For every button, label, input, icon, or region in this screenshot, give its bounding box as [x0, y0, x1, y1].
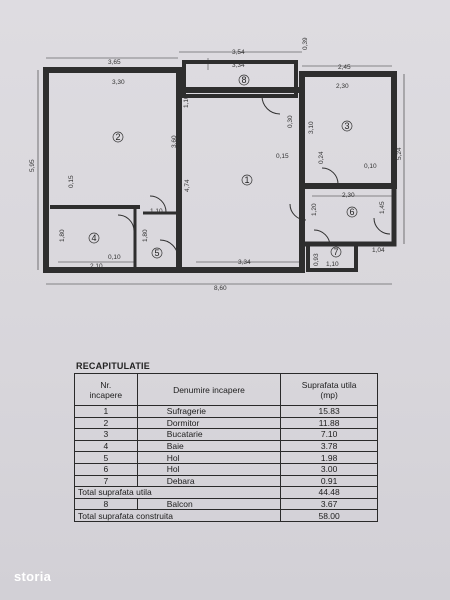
svg-text:8: 8 — [242, 75, 247, 85]
cell-name: Hol — [136, 451, 282, 464]
cell-name: Baie — [136, 439, 282, 453]
header-area: Suprafata utila (mp) — [280, 373, 378, 406]
cell-name: Bucatarie — [136, 428, 282, 441]
room-label-6: 6 — [346, 206, 358, 218]
dim-top-230: 2,30 — [336, 83, 349, 90]
table-header-row: Nr. incapere Denumire incapere Suprafata… — [74, 373, 378, 406]
room-label-1: 1 — [241, 174, 253, 186]
cell-nr: 3 — [74, 428, 138, 441]
svg-text:4: 4 — [92, 233, 97, 243]
cell-name: Balcon — [136, 497, 282, 511]
balcon-row: 8 Balcon 3.67 — [74, 497, 378, 511]
dim-bot-104: 1,04 — [372, 247, 385, 254]
table-row: 4 Baie 3.78 — [74, 439, 378, 453]
dim-top-330: 3,30 — [112, 79, 125, 86]
dim-mid-024: 0,24 — [318, 151, 325, 164]
wall-balcony — [182, 60, 298, 98]
table-row: 7 Debara 0.91 — [74, 474, 378, 488]
dim-bot-180a: 1,80 — [59, 229, 66, 242]
dim-right-524: 5,24 — [396, 147, 403, 160]
room-label-3: 3 — [341, 120, 353, 132]
cell-nr: 2 — [74, 416, 138, 430]
dim-left-595: 5,95 — [29, 159, 36, 172]
total-constr-row: Total suprafata construita 58.00 — [73, 509, 378, 522]
cell-area: 11.88 — [280, 416, 378, 430]
wall-living — [176, 87, 305, 273]
dim-mid-120: 1,20 — [311, 203, 318, 216]
cell-name: Hol — [136, 462, 282, 476]
cell-area: 0.91 — [280, 474, 378, 488]
storia-logo: storia — [14, 569, 52, 584]
cell-nr: 1 — [74, 405, 138, 418]
dim-top-334: 3,34 — [232, 62, 245, 69]
svg-text:2: 2 — [116, 132, 121, 142]
cell-name: Sufragerie — [136, 405, 282, 418]
table-row: 5 Hol 1.98 — [74, 451, 378, 464]
cell-nr: 4 — [74, 439, 138, 453]
table-row: 2 Dormitor 11.88 — [74, 416, 378, 430]
dim-mid-310: 3,10 — [308, 121, 315, 134]
cell-area: 3.00 — [280, 462, 378, 476]
table-row: 1 Sufragerie 15.83 — [74, 405, 378, 418]
cell-name: Debara — [136, 474, 282, 488]
cell-area: 3.78 — [280, 439, 378, 453]
cell-name: Dormitor — [136, 416, 282, 430]
svg-text:1: 1 — [245, 175, 250, 185]
total-util-area: 44.48 — [280, 486, 378, 499]
dim-top-354: 3,54 — [232, 49, 245, 56]
room-label-8: 8 — [238, 74, 250, 86]
total-util-label: Total suprafata utila — [73, 486, 282, 499]
header-name: Denumire incapere — [136, 373, 282, 406]
dim-total-860: 8,60 — [214, 285, 227, 292]
dim-bot-010: 0,10 — [108, 254, 121, 261]
wall-closet — [306, 242, 358, 272]
dim-mid-015b: 0,15 — [68, 175, 75, 188]
dim-bot-210: 2,10 — [90, 263, 103, 270]
dim-mid-230b: 2,30 — [342, 192, 355, 199]
cell-nr: 5 — [74, 451, 138, 464]
cell-area: 15.83 — [280, 405, 378, 418]
dim-mid-360: 3,60 — [171, 135, 178, 148]
dim-mid-474: 4,74 — [184, 179, 191, 192]
recap-title: RECAPITULATIE — [76, 361, 150, 371]
cell-area: 3.67 — [280, 497, 378, 511]
dim-mid-110h: 1,10 — [150, 208, 163, 215]
table-row: 6 Hol 3.00 — [74, 462, 378, 476]
dim-bot-093: 0,93 — [313, 253, 320, 266]
cell-area: 7.10 — [280, 428, 378, 441]
total-constr-label: Total suprafata construita — [73, 509, 282, 522]
dim-top-039: 0,39 — [302, 37, 309, 50]
dim-top-245: 2,45 — [338, 64, 351, 71]
svg-text:5: 5 — [155, 248, 160, 258]
dim-mid-110v: 1,10 — [183, 95, 190, 108]
dim-mid-030: 0,30 — [287, 115, 294, 128]
cell-nr: 6 — [74, 462, 138, 476]
total-constr-area: 58.00 — [280, 509, 378, 522]
dim-bot-110: 1,10 — [326, 261, 339, 268]
cell-area: 1.98 — [280, 451, 378, 464]
dim-mid-145: 1,45 — [379, 201, 386, 214]
dim-mid-015a: 0,15 — [276, 153, 289, 160]
table-row: 3 Bucatarie 7.10 — [74, 428, 378, 441]
svg-text:6: 6 — [350, 207, 355, 217]
dim-top-365: 3,65 — [108, 59, 121, 66]
dim-bot-180b: 1,80 — [142, 229, 149, 242]
dim-mid-010a: 0,10 — [364, 163, 377, 170]
svg-text:7: 7 — [334, 247, 339, 257]
header-nr: Nr. incapere — [74, 373, 138, 406]
room-label-5: 5 — [151, 247, 163, 259]
dim-bot-334: 3,34 — [238, 259, 251, 266]
room-label-2: 2 — [112, 131, 124, 143]
total-util-row: Total suprafata utila 44.48 — [73, 486, 378, 499]
cell-nr: 7 — [74, 474, 138, 488]
svg-text:3: 3 — [345, 121, 350, 131]
recap-table: Nr. incapere Denumire incapere Suprafata… — [73, 373, 378, 522]
room-label-4: 4 — [88, 232, 100, 244]
room-label-7: 7 — [330, 246, 342, 258]
cell-nr: 8 — [74, 497, 138, 511]
